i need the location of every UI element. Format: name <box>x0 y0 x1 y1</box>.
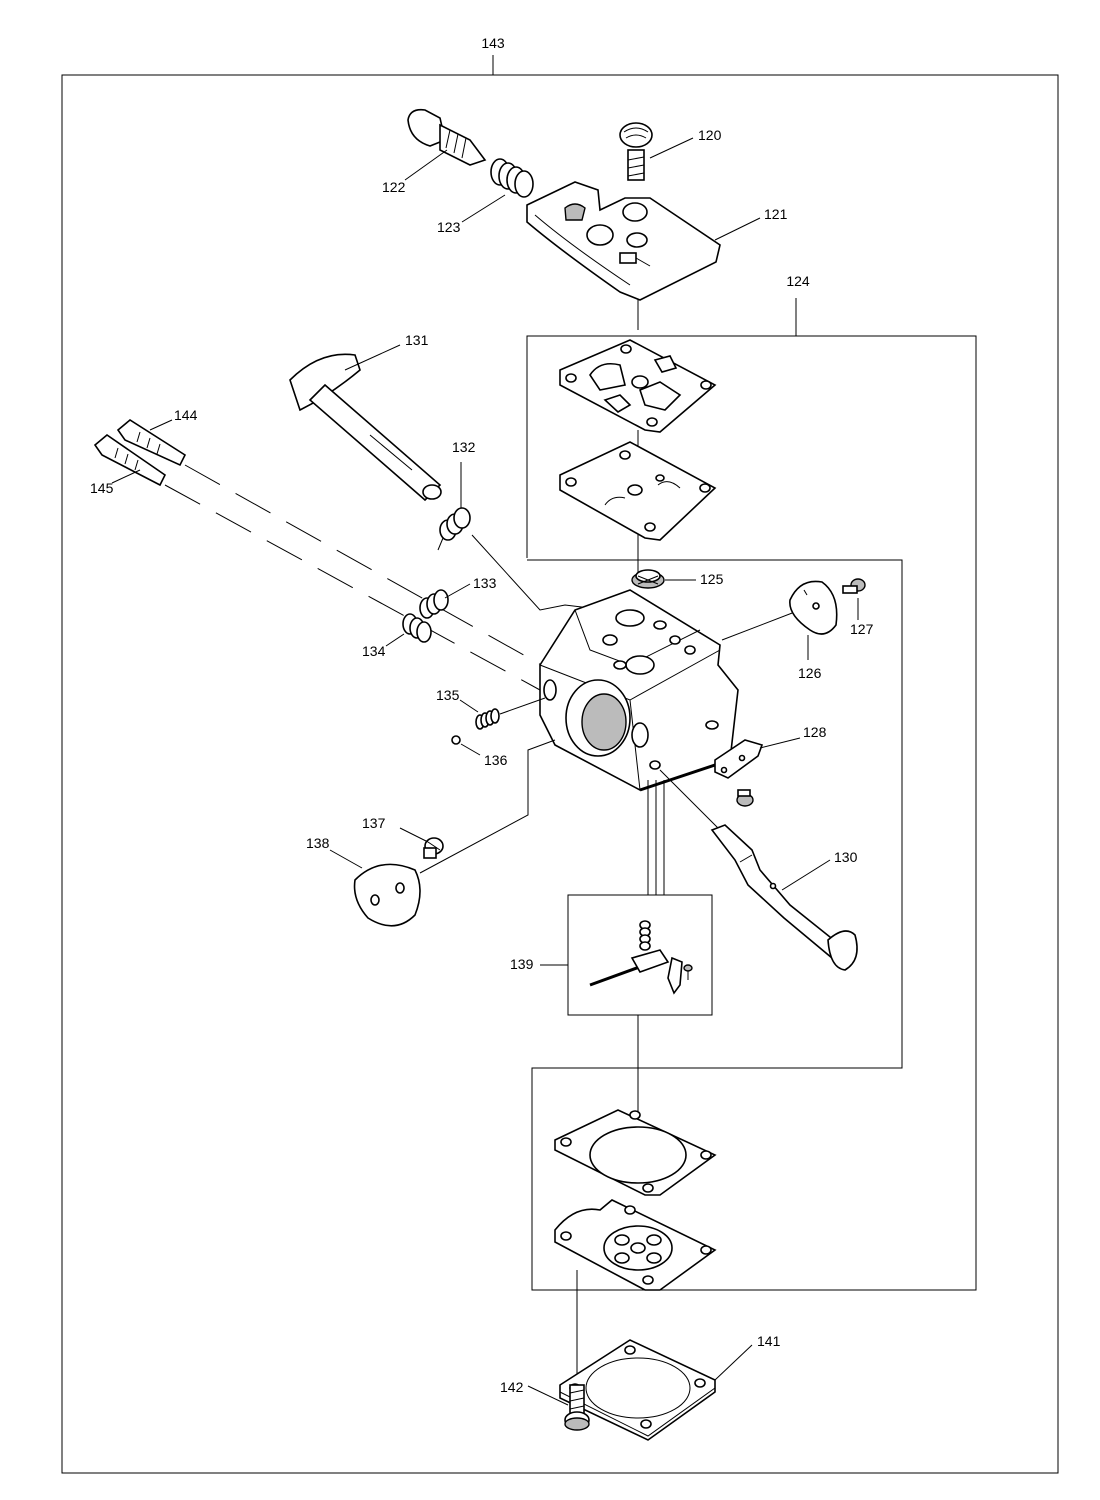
label-127: 127 <box>850 621 874 637</box>
part-133-spring <box>419 589 449 619</box>
leader-128 <box>759 737 801 749</box>
box-139 <box>567 894 713 1016</box>
label-145: 145 <box>90 480 114 496</box>
label-121: 121 <box>764 206 788 222</box>
label-130: 130 <box>834 849 858 865</box>
part-145-needle <box>93 433 167 487</box>
part-121-cover <box>526 181 721 301</box>
label-128: 128 <box>803 724 827 740</box>
leader-121 <box>714 217 761 241</box>
part-144-needle <box>116 419 187 467</box>
label-132: 132 <box>452 439 476 455</box>
part-lower-gasket <box>554 1109 717 1196</box>
part-lower-diaphragm <box>554 1199 717 1291</box>
leader-135 <box>459 699 479 713</box>
label-137: 137 <box>362 815 386 831</box>
leader-138 <box>329 849 363 869</box>
label-136: 136 <box>484 752 508 768</box>
leader-122 <box>404 149 448 181</box>
part-130-choke-shaft <box>710 824 858 971</box>
part-135-spring <box>475 708 500 730</box>
part-132-spring <box>437 507 471 551</box>
leader-136 <box>460 743 481 756</box>
leader-120 <box>649 137 694 159</box>
guide-135 <box>499 697 546 715</box>
label-120: 120 <box>698 127 722 143</box>
label-133: 133 <box>473 575 497 591</box>
part-128-lever <box>714 739 764 807</box>
part-138-throttle-plate <box>353 863 421 927</box>
part-137-screw <box>423 837 444 859</box>
part-upper-diaphragm <box>559 441 717 541</box>
part-125-screen <box>631 569 665 589</box>
leader-141 <box>714 1344 753 1381</box>
outer-frame <box>61 74 1059 1474</box>
label-142: 142 <box>500 1379 524 1395</box>
label-141: 141 <box>757 1333 781 1349</box>
part-139-needle-assembly <box>589 920 693 995</box>
part-134-spring <box>402 613 432 643</box>
label-139: 139 <box>510 956 534 972</box>
guide-145 <box>164 484 541 691</box>
leader-145 <box>111 469 141 484</box>
part-120-screw <box>619 122 653 181</box>
label-126: 126 <box>798 665 822 681</box>
part-142-screw <box>564 1384 590 1431</box>
label-131: 131 <box>405 332 429 348</box>
part-123-spring <box>490 158 534 198</box>
label-143: 143 <box>481 35 505 51</box>
leader-134 <box>385 633 405 647</box>
label-134: 134 <box>362 643 386 659</box>
leader-123 <box>461 194 506 223</box>
label-122: 122 <box>382 179 406 195</box>
label-123: 123 <box>437 219 461 235</box>
part-122-adjusting-screw <box>407 108 487 166</box>
leader-144 <box>149 419 173 431</box>
part-131-throttle-shaft <box>289 353 442 502</box>
guide-body-126 <box>721 609 801 641</box>
guide-body-138 <box>419 739 556 874</box>
leader-130 <box>781 859 831 891</box>
part-136-ball <box>451 735 461 745</box>
leader-142 <box>527 1385 569 1406</box>
guide-144 <box>184 464 546 668</box>
part-upper-gasket <box>559 339 717 433</box>
label-138: 138 <box>306 835 330 851</box>
label-124: 124 <box>786 273 810 289</box>
label-144: 144 <box>174 407 198 423</box>
kit-frame-124 <box>526 335 977 1291</box>
label-135: 135 <box>436 687 460 703</box>
part-127-screw <box>842 578 866 594</box>
leader-131 <box>344 344 401 371</box>
part-carburetor-body <box>539 589 739 792</box>
part-126-choke-plate <box>789 580 838 635</box>
leader-137 <box>399 827 429 843</box>
label-125: 125 <box>700 571 724 587</box>
guide-body-130 <box>659 769 721 831</box>
guide-132-body <box>471 534 591 611</box>
leader-133 <box>444 583 471 599</box>
